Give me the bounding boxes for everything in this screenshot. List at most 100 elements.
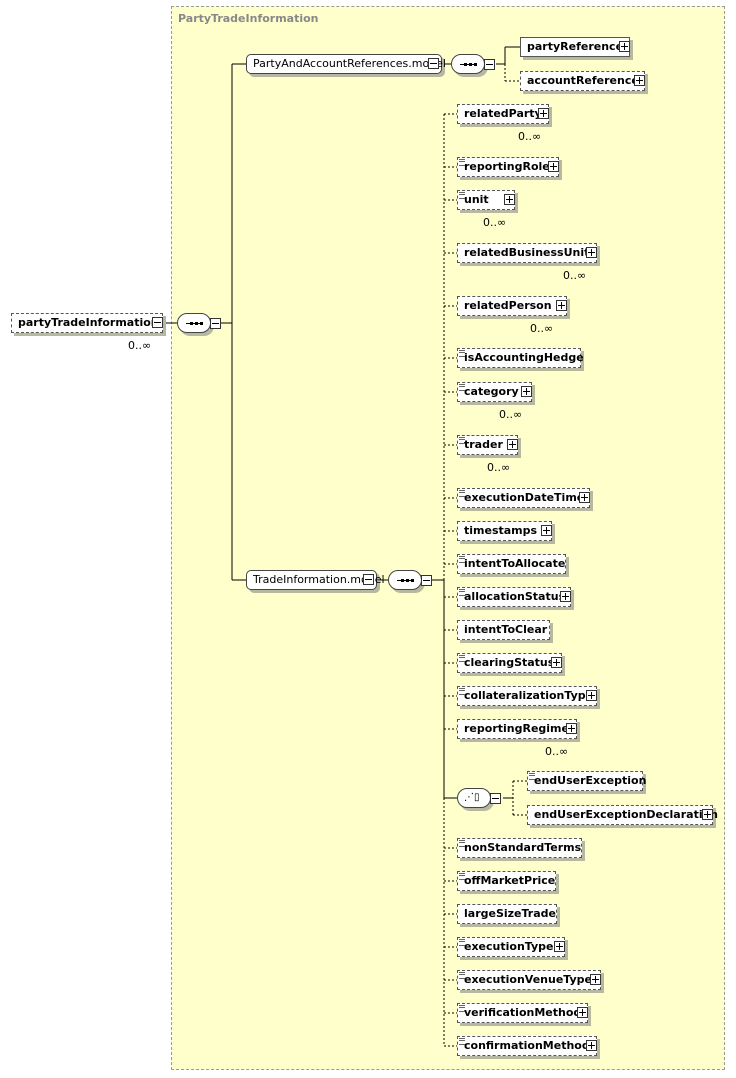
simple-type-icon [459, 840, 465, 847]
element-end-user-exception[interactable]: endUserException [527, 771, 647, 791]
expand-icon[interactable] [554, 941, 565, 952]
element-confirmation-method[interactable]: confirmationMethod [457, 1036, 597, 1056]
group-party-and-account-references[interactable]: PartyAndAccountReferences.model [246, 54, 446, 74]
sequence-compositor-party-refs[interactable] [451, 54, 485, 74]
element-verification-method[interactable]: verificationMethod [457, 1003, 588, 1023]
sequence-compositor-main[interactable] [177, 313, 211, 333]
expand-icon[interactable] [521, 386, 532, 397]
cardinality-label: 0..∞ [499, 408, 523, 421]
element-allocation-status[interactable]: allocationStatus [457, 587, 571, 607]
sequence-icon [186, 322, 203, 325]
element-non-standard-terms[interactable]: nonStandardTerms [457, 838, 582, 858]
simple-type-icon [459, 350, 465, 357]
element-label: executionDateTime [464, 491, 585, 504]
element-related-party[interactable]: relatedParty [457, 104, 549, 124]
cardinality-label: 0..∞ [487, 461, 511, 474]
collapse-icon[interactable] [210, 318, 221, 329]
root-element-party-trade-information[interactable]: partyTradeInformation [11, 313, 163, 333]
simple-type-icon [459, 589, 465, 596]
element-label: trader [464, 438, 503, 451]
element-end-user-exception-declaration[interactable]: endUserExceptionDeclaration [527, 805, 718, 825]
simple-type-icon [459, 437, 465, 444]
element-trader[interactable]: trader [457, 435, 518, 455]
simple-type-icon [459, 939, 465, 946]
expand-icon[interactable] [538, 108, 549, 119]
element-label: verificationMethod [464, 1006, 582, 1019]
element-timestamps[interactable]: timestamps [457, 521, 552, 541]
cardinality-label: 0..∞ [545, 745, 569, 758]
collapse-icon[interactable] [421, 575, 432, 586]
expand-icon[interactable] [634, 75, 645, 86]
expand-icon[interactable] [619, 41, 630, 52]
element-execution-venue-type[interactable]: executionVenueType [457, 970, 601, 990]
root-cardinality: 0..∞ [128, 339, 152, 352]
simple-type-icon [459, 556, 465, 563]
element-label: reportingRegime [464, 722, 569, 735]
collapse-icon[interactable] [363, 574, 374, 585]
expand-icon[interactable] [551, 657, 562, 668]
simple-type-icon [459, 384, 465, 391]
simple-type-icon [459, 873, 465, 880]
group-label: TradeInformation.model [253, 573, 385, 586]
expand-icon[interactable] [586, 247, 597, 258]
element-reporting-role[interactable]: reportingRole [457, 157, 559, 177]
group-trade-information[interactable]: TradeInformation.model [246, 570, 385, 590]
expand-icon[interactable] [541, 525, 552, 536]
simple-type-icon [459, 655, 465, 662]
element-is-accounting-hedge[interactable]: isAccountingHedge [457, 348, 584, 368]
simple-type-icon [459, 1005, 465, 1012]
expand-icon[interactable] [577, 1007, 588, 1018]
choice-compositor[interactable]: ⋰▯ [457, 788, 491, 808]
expand-icon[interactable] [586, 690, 597, 701]
collapse-icon[interactable] [152, 317, 163, 328]
element-label: allocationStatus [464, 590, 566, 603]
element-related-person[interactable]: relatedPerson [457, 296, 567, 316]
element-label: endUserException [534, 774, 647, 787]
root-element-label: partyTradeInformation [18, 316, 159, 329]
group-label: PartyAndAccountReferences.model [253, 57, 446, 70]
element-execution-date-time[interactable]: executionDateTime [457, 488, 590, 508]
expand-icon[interactable] [586, 1040, 597, 1051]
element-label: relatedParty [464, 107, 542, 120]
simple-type-icon [459, 490, 465, 497]
expand-icon[interactable] [560, 591, 571, 602]
element-label: offMarketPrice [464, 874, 556, 887]
element-large-size-trade[interactable]: largeSizeTrade [457, 904, 557, 924]
element-label: category [464, 385, 519, 398]
collapse-icon[interactable] [490, 793, 501, 804]
expand-icon[interactable] [590, 974, 601, 985]
expand-icon[interactable] [579, 492, 590, 503]
expand-icon[interactable] [702, 809, 713, 820]
element-intent-to-allocate[interactable]: intentToAllocate [457, 554, 566, 574]
element-off-market-price[interactable]: offMarketPrice [457, 871, 556, 891]
collapse-icon[interactable] [428, 58, 439, 69]
element-party-reference[interactable]: partyReference [520, 37, 630, 57]
element-label: relatedPerson [464, 299, 552, 312]
element-label: nonStandardTerms [464, 841, 582, 854]
element-account-reference[interactable]: accountReference [520, 71, 645, 91]
element-label: relatedBusinessUnit [464, 246, 590, 259]
expand-icon[interactable] [566, 723, 577, 734]
element-execution-type[interactable]: executionType [457, 937, 565, 957]
element-unit[interactable]: unit [457, 190, 515, 210]
element-label: intentToClear [464, 623, 548, 636]
element-collateralization-type[interactable]: collateralizationType [457, 686, 597, 706]
expand-icon[interactable] [507, 439, 518, 450]
collapse-icon[interactable] [484, 59, 495, 70]
element-label: isAccountingHedge [464, 351, 584, 364]
cardinality-label: 0..∞ [483, 216, 507, 229]
party-trade-information-type-box: PartyTradeInformation [171, 6, 725, 1070]
element-label: unit [464, 193, 489, 206]
expand-icon[interactable] [548, 161, 559, 172]
simple-type-icon [459, 688, 465, 695]
sequence-compositor-trade-info[interactable] [388, 570, 422, 590]
element-reporting-regime[interactable]: reportingRegime [457, 719, 577, 739]
cardinality-label: 0..∞ [563, 269, 587, 282]
element-related-business-unit[interactable]: relatedBusinessUnit [457, 243, 597, 263]
element-clearing-status[interactable]: clearingStatus [457, 653, 562, 673]
element-category[interactable]: category [457, 382, 532, 402]
element-intent-to-clear[interactable]: intentToClear [457, 620, 550, 640]
expand-icon[interactable] [504, 194, 515, 205]
expand-icon[interactable] [556, 300, 567, 311]
